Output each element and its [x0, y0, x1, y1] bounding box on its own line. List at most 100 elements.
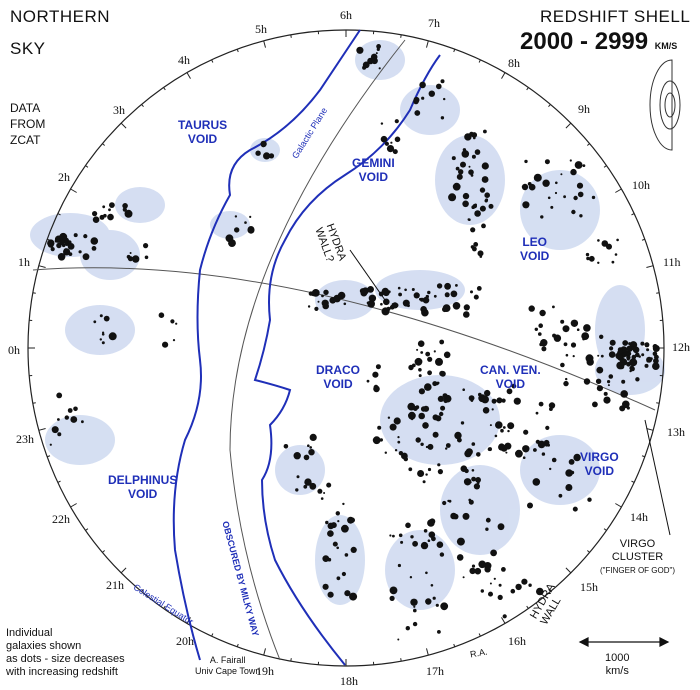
galaxy-dot [336, 576, 341, 581]
galaxy-dot [473, 294, 479, 300]
galaxy-dot [415, 437, 421, 443]
galaxy-dot [435, 415, 442, 422]
galaxy-dot [375, 52, 378, 55]
galaxy-dot [456, 554, 464, 561]
galaxy-dot [375, 364, 381, 370]
hour-tick [47, 455, 51, 458]
galaxy-dot [433, 350, 436, 353]
hour-tick [478, 59, 481, 63]
galaxy-dot [458, 169, 464, 175]
galaxy-dot [550, 205, 554, 209]
source-line-1: DATA [10, 101, 41, 115]
galaxy-dot [356, 46, 364, 54]
galaxy-dot [498, 583, 502, 587]
galaxy-dot [513, 397, 521, 405]
galaxy-dot [491, 408, 494, 411]
galaxy-dot [480, 589, 484, 593]
galaxy-dot [309, 446, 313, 449]
galaxy-dot [389, 586, 398, 595]
galaxy-dot [549, 467, 552, 471]
galaxy-dot [342, 502, 345, 506]
hour-tick [548, 104, 551, 108]
galaxy-dot [538, 323, 543, 329]
galaxy-dot [83, 234, 88, 239]
galaxy-dot [570, 319, 579, 327]
galaxy-dot [394, 119, 399, 124]
galaxy-dot [654, 354, 659, 360]
galaxy-dot [470, 245, 475, 249]
galaxy-dot [579, 214, 583, 218]
galaxy-dot [445, 443, 451, 448]
galaxy-dot [378, 67, 381, 70]
galaxy-dot [640, 341, 645, 346]
hour-tick [615, 503, 622, 508]
galaxy-dot [295, 488, 299, 492]
galaxy-dot [506, 388, 513, 395]
galaxy-dot [468, 136, 471, 139]
galaxy-dot [422, 296, 430, 304]
hour-tick [141, 104, 144, 108]
galaxy-dot [552, 305, 555, 309]
galaxy-dot [419, 81, 426, 89]
hour-12h: 12h [672, 340, 690, 354]
galaxy-dot [143, 243, 149, 249]
galaxy-dot [462, 388, 466, 392]
galaxy-dot [570, 470, 575, 475]
hour-tick [501, 617, 506, 624]
hour-5h: 5h [255, 22, 267, 36]
galaxy-dot [309, 433, 317, 441]
galaxy-dot [474, 567, 482, 575]
galaxy-dot [389, 534, 392, 537]
shell-range-unit: KM/S [654, 41, 678, 51]
hour-tick [641, 238, 645, 241]
galaxy-dot [397, 638, 400, 641]
galaxy-dot [51, 426, 59, 434]
galaxy-dot [109, 202, 115, 209]
galaxy-dot [608, 374, 614, 379]
galaxy-dot [425, 571, 428, 575]
galaxy-dot [307, 305, 311, 308]
galaxy-dot [626, 355, 631, 360]
galaxy-dot [386, 145, 395, 153]
shell-range: 2000 - 2999 KM/S [520, 28, 677, 56]
galaxy-dot [565, 484, 573, 491]
galaxy-dot [436, 83, 442, 90]
galaxy-dot [103, 315, 110, 322]
galaxy-dot [73, 406, 78, 412]
galaxy-dot [321, 294, 324, 298]
galaxy-dot [440, 602, 449, 611]
galaxy-dot [162, 341, 169, 348]
galaxy-dot [409, 576, 413, 579]
scale-value: 1000 [605, 652, 630, 664]
galaxy-dot [585, 354, 594, 363]
galaxy-dot [420, 541, 429, 550]
galaxy-dot [122, 203, 128, 209]
hour-3h: 3h [113, 103, 125, 117]
galaxy-dot [418, 374, 422, 378]
galaxy-dot [472, 203, 477, 209]
hour-tick [646, 428, 654, 431]
galaxy-dot [609, 346, 614, 351]
galaxy-dot [317, 488, 323, 494]
galaxy-dot [549, 407, 553, 411]
hour-tick [70, 188, 77, 193]
galaxy-dot [591, 195, 596, 200]
galaxy-dot [442, 500, 447, 506]
hour-6h: 6h [340, 8, 352, 22]
galaxy-dot [443, 398, 449, 404]
galaxy-dot [415, 405, 420, 410]
galaxy-dot [432, 431, 439, 438]
galaxy-dot [440, 79, 445, 84]
title-line-2: SKY [10, 39, 46, 58]
galaxy-dot [132, 255, 140, 263]
galaxy-dot [515, 449, 523, 458]
galaxy-dot [234, 215, 238, 218]
galaxy-dot [626, 345, 633, 352]
galaxy-dot [392, 149, 398, 155]
hour-17h: 17h [426, 664, 444, 678]
hour-16h: 16h [508, 634, 526, 648]
galaxy-dot [547, 196, 551, 200]
galaxy-dot [490, 549, 497, 557]
galaxy-dot [442, 393, 448, 399]
